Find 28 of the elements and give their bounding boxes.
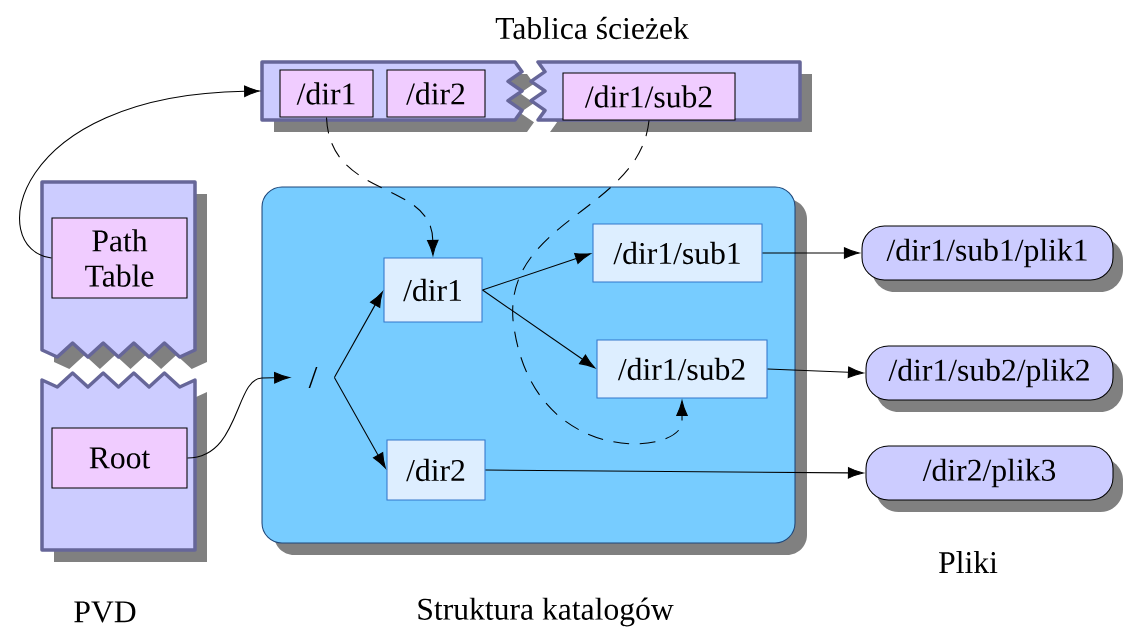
arrow: [482, 289, 596, 369]
root-slash: /: [308, 366, 318, 389]
arrow: [482, 252, 591, 291]
arrow: [512, 120, 688, 445]
file-pill: /dir1/sub1/plik1: [861, 225, 1123, 292]
arrow: [326, 117, 439, 256]
arrow: [767, 366, 864, 379]
arrow: [187, 372, 290, 459]
arrow: [762, 247, 860, 259]
file-pill: /dir2/plik3: [865, 445, 1123, 512]
caption-text: Pliki: [939, 551, 998, 573]
arrow: [485, 467, 864, 479]
entry-box: /dir1/sub2: [562, 72, 736, 121]
directory-box: /dir1: [383, 257, 483, 323]
entry-box: /dir1: [279, 69, 374, 118]
entry-box: Path Table: [51, 217, 188, 299]
arrow: [333, 377, 386, 469]
caption-text: Tablica ścieżek: [495, 16, 689, 40]
entry-box: Root: [51, 427, 188, 489]
arrow: [333, 291, 383, 379]
file-pill: /dir1/sub2/plik2: [865, 345, 1123, 412]
caption-text: Struktura katalogów: [418, 597, 674, 627]
caption-text: PVD: [74, 601, 136, 623]
directory-box: /dir2: [386, 439, 486, 501]
arrow: [19, 85, 260, 259]
entry-box: /dir2: [386, 69, 486, 118]
directory-box: /dir1/sub2: [596, 339, 768, 399]
directory-box: /dir1/sub1: [592, 223, 763, 283]
